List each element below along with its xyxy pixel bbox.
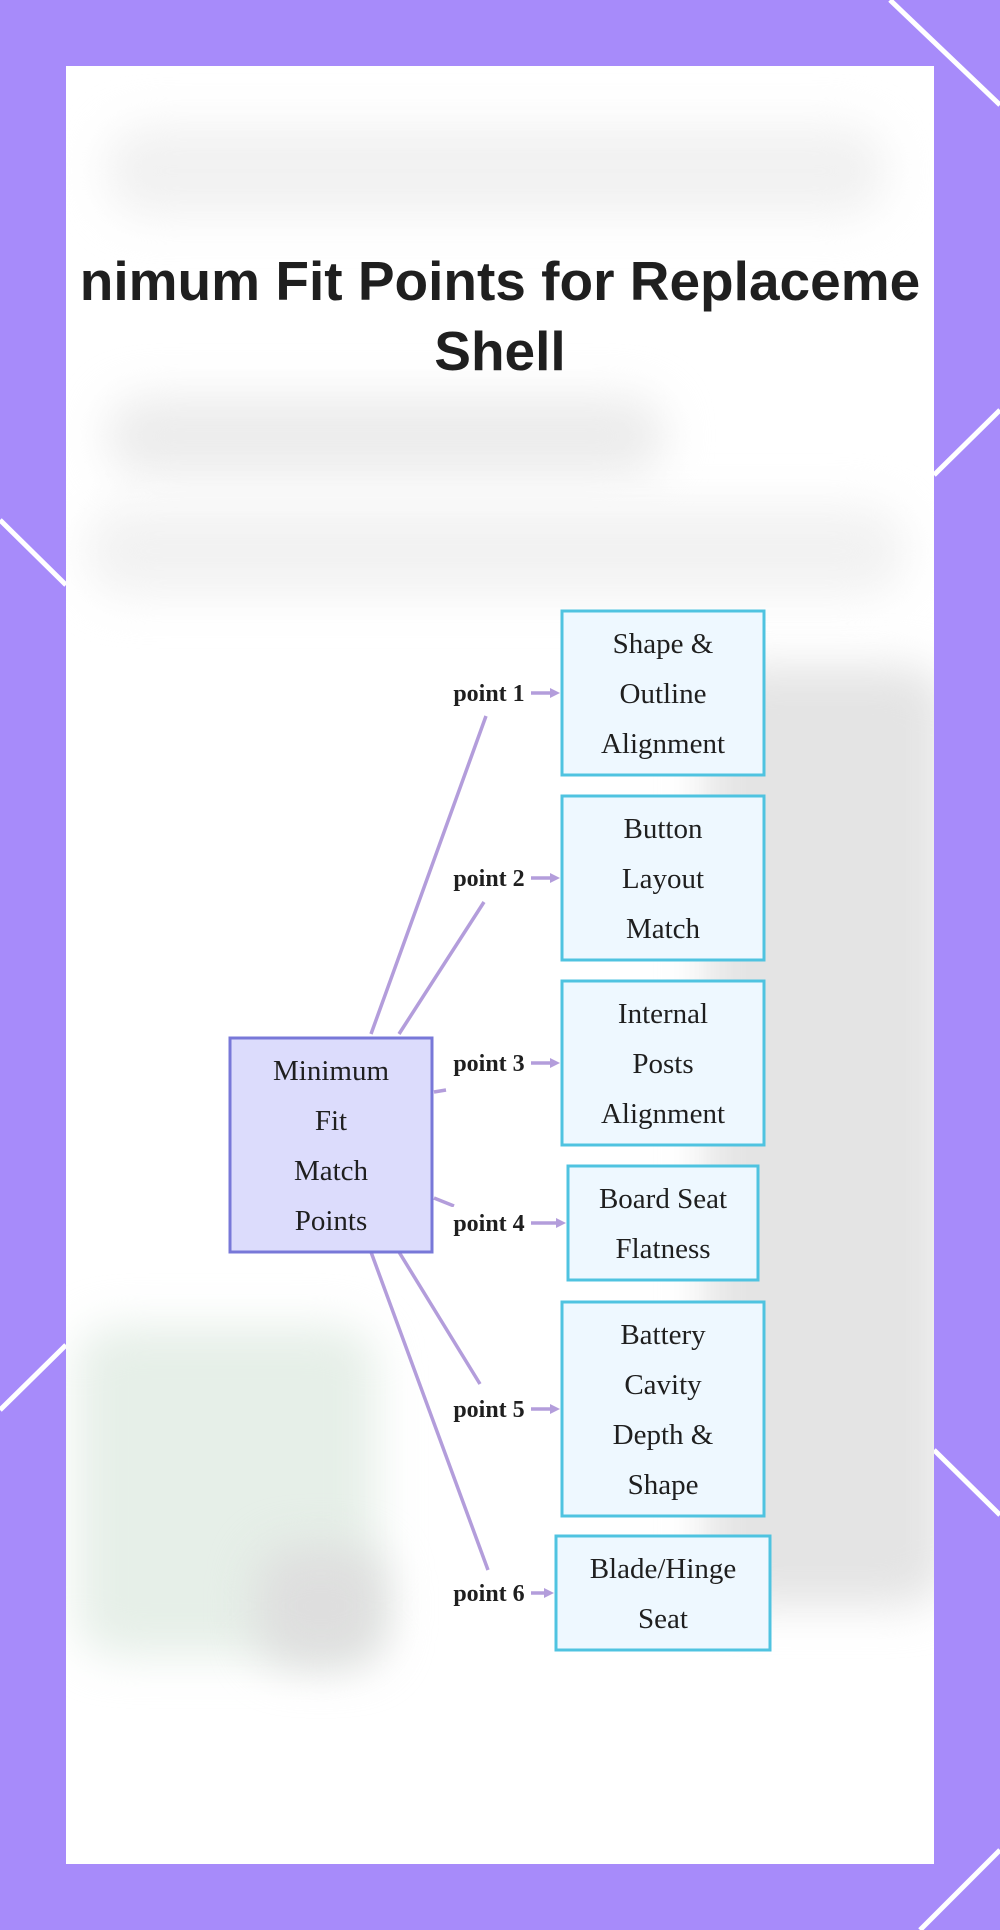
leaf-node-4-text-line: Flatness bbox=[615, 1233, 710, 1265]
leaf-node-3-box bbox=[560, 979, 766, 1147]
edge-line bbox=[369, 1251, 490, 1571]
edge-arrowhead bbox=[544, 1588, 554, 1598]
root-node-box bbox=[228, 1036, 434, 1254]
root-node-text-line: Points bbox=[295, 1205, 368, 1237]
leaf-node-5-text-line: Shape bbox=[628, 1469, 699, 1501]
edge-label-background bbox=[443, 1393, 531, 1425]
edge-arrowhead bbox=[550, 873, 560, 883]
edge-label-4: point 4 bbox=[453, 1211, 524, 1237]
leaf-node-3-text-line: Internal bbox=[618, 998, 708, 1030]
leaf-node-5-text-line: Depth & bbox=[613, 1419, 714, 1451]
leaf-node-3-text-line: Alignment bbox=[601, 1098, 725, 1130]
edge-label-group: point 1 point 2 point 3 point 4 point 5 point… bbox=[443, 677, 531, 1609]
leaf-node-6-text-line: Blade/Hinge bbox=[590, 1553, 737, 1585]
leaf-node-4-text-line: Board Seat bbox=[599, 1183, 727, 1215]
title-line-2: Shell bbox=[434, 320, 566, 382]
edge-label-6: point 6 bbox=[453, 1581, 524, 1607]
root-node-text-line: Minimum bbox=[273, 1055, 389, 1087]
leaf-node-5-box bbox=[560, 1300, 766, 1518]
leaf-node-3-text-line: Posts bbox=[632, 1048, 693, 1080]
edge-arrowhead bbox=[550, 1404, 560, 1414]
page-title: nimum Fit Points for Replaceme Shell bbox=[66, 246, 934, 386]
edge-group bbox=[369, 688, 566, 1598]
edge-line bbox=[397, 1251, 482, 1385]
edge-arrowhead bbox=[550, 688, 560, 698]
edge-label-1: point 1 bbox=[453, 681, 524, 707]
edge-label-3: point 3 bbox=[453, 1051, 524, 1077]
leaf-node-1-box bbox=[560, 609, 766, 777]
mind-map-diagram: point 1 point 2 point 3 point 4 point 5 point… bbox=[228, 609, 772, 1652]
edge-label-2: point 2 bbox=[453, 866, 524, 892]
leaf-node-5-text-line: Cavity bbox=[624, 1369, 702, 1401]
edge-label-background bbox=[443, 1577, 531, 1609]
edge-line bbox=[397, 901, 486, 1035]
edge-arrowhead bbox=[550, 1058, 560, 1068]
content-card: nimum Fit Points for Replaceme Shell poi… bbox=[66, 66, 934, 1864]
title-line-1: nimum Fit Points for Replaceme bbox=[79, 250, 921, 312]
leaf-node-5-text-line: Battery bbox=[620, 1319, 706, 1351]
edge-arrowhead bbox=[556, 1218, 566, 1228]
leaf-node-6-text-line: Seat bbox=[638, 1603, 688, 1635]
leaf-node-1-text-line: Outline bbox=[620, 678, 707, 710]
leaf-node-1-text-line: Shape & bbox=[613, 628, 714, 660]
edge-line bbox=[433, 1088, 447, 1094]
edge-label-background bbox=[443, 1047, 531, 1079]
edge-line bbox=[433, 1196, 455, 1208]
edge-label-background bbox=[443, 677, 531, 709]
edge-label-background bbox=[443, 862, 531, 894]
root-node-text-line: Match bbox=[294, 1155, 369, 1187]
edge-label-5: point 5 bbox=[453, 1397, 524, 1423]
edge-label-background bbox=[443, 1207, 531, 1239]
edge-line bbox=[369, 715, 488, 1035]
leaf-node-1-text-line: Alignment bbox=[601, 728, 725, 760]
leaf-node-2-text-line: Layout bbox=[622, 863, 704, 895]
leaf-node-2-box bbox=[560, 794, 766, 962]
leaf-node-6-box bbox=[554, 1534, 772, 1652]
leaf-node-2-text-line: Match bbox=[626, 913, 701, 945]
root-node-text-line: Fit bbox=[315, 1105, 347, 1137]
leaf-node-4-box bbox=[566, 1164, 760, 1282]
leaf-node-2-text-line: Button bbox=[624, 813, 703, 845]
